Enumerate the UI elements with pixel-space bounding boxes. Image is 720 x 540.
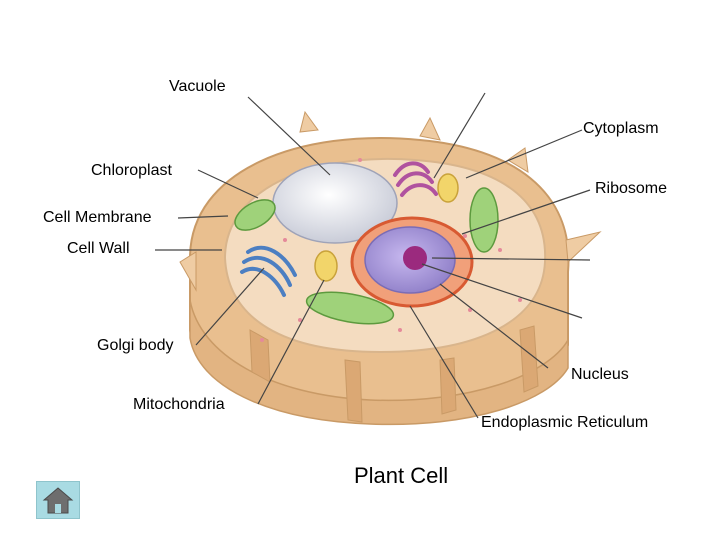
ribosomes	[260, 158, 522, 342]
diagram-title: Plant Cell	[354, 463, 449, 488]
mitochondrion-1	[437, 173, 459, 203]
chloroplast-bottom	[305, 291, 395, 325]
leader-lines	[155, 92, 591, 419]
label-endoplasmic-reticulum: Endoplasmic Reticulum	[481, 414, 649, 431]
label-nucleus: Nucleus	[571, 366, 629, 383]
label-golgi-body: Golgi body	[97, 337, 174, 354]
golgi-body	[240, 245, 297, 297]
label-cytoplasm: Cytoplasm	[583, 120, 659, 137]
chloroplast-group	[234, 187, 499, 325]
home-button[interactable]	[36, 481, 80, 519]
label-cell-wall: Cell Wall	[67, 240, 130, 257]
label-chloroplast: Chloroplast	[91, 162, 172, 179]
label-cell-membrane: Cell Membrane	[43, 209, 152, 226]
chloroplast-right	[469, 187, 499, 253]
label-vacuole: Vacuole	[169, 78, 226, 95]
home-icon	[42, 487, 74, 514]
label-mitochondria: Mitochondria	[133, 396, 225, 413]
chloroplast-left	[234, 199, 276, 231]
golgi-body-top	[393, 161, 438, 197]
nucleolus	[403, 246, 427, 270]
mitochondria-group	[314, 173, 459, 282]
mitochondrion-2	[314, 250, 338, 282]
label-ribosome: Ribosome	[595, 180, 668, 197]
